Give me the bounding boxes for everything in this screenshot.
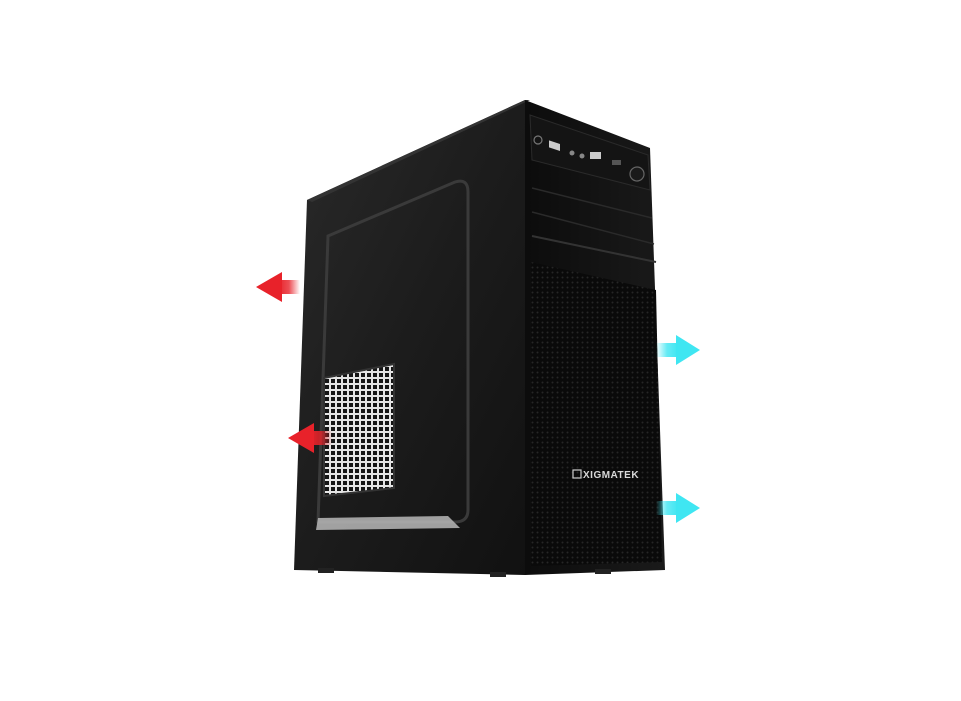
case-top-edge — [307, 100, 530, 202]
audio-jack-icon — [569, 150, 575, 156]
case-feet — [318, 568, 611, 577]
intake-arrow-icon — [656, 335, 700, 365]
mic-jack-icon — [579, 153, 585, 159]
usb-port-icon — [549, 140, 560, 151]
power-button-icon — [533, 135, 543, 145]
exhaust-arrow-icon — [288, 423, 332, 453]
intake-arrow-icon — [656, 493, 700, 523]
logo-mark-icon — [572, 469, 582, 479]
power-button-icon — [629, 166, 645, 182]
brand-logo: XIGMATEK — [572, 469, 639, 481]
front-mesh-panel — [531, 262, 662, 566]
brand-label: XIGMATEK — [583, 470, 639, 481]
psu-vent-grille — [323, 362, 395, 498]
case-foot — [318, 568, 334, 573]
case-foot — [490, 572, 506, 577]
case-side-panel — [294, 100, 525, 575]
case-foot — [595, 569, 611, 574]
reset-button-icon — [612, 160, 621, 165]
exhaust-arrow-icon — [256, 272, 300, 302]
usb-port-icon — [590, 152, 601, 159]
front-io-ports — [533, 135, 645, 182]
